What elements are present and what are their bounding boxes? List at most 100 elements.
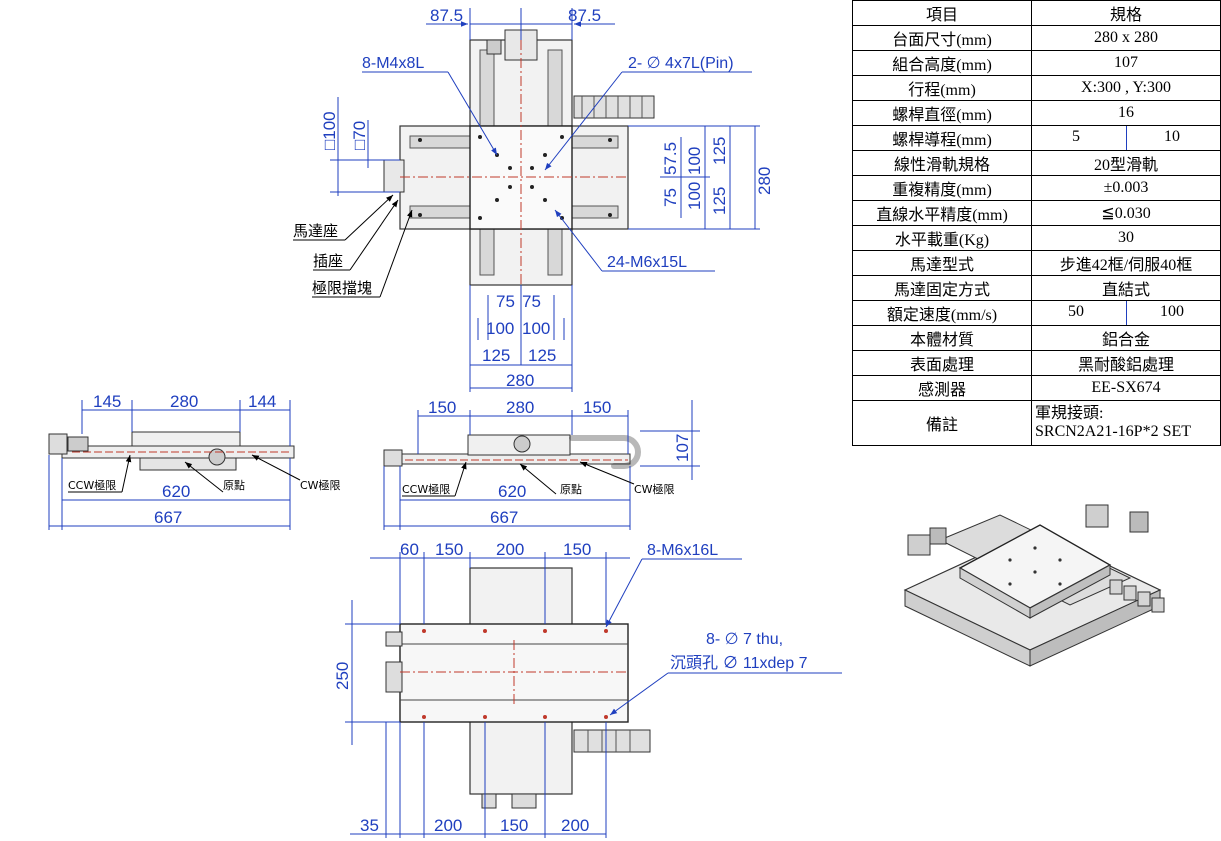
dim-h100-left: 100	[486, 319, 514, 338]
dim-60: 60	[400, 540, 419, 559]
callout-8-m4x8l: 8-M4x8L	[362, 55, 424, 72]
spec-value-a: 5	[1072, 128, 1080, 145]
dim-100-upper: 100	[685, 147, 704, 175]
dim-280-vertical: 280	[755, 167, 774, 195]
spec-item: 行程(mm)	[852, 75, 1032, 101]
spec-item: 螺桿導程(mm)	[852, 125, 1032, 151]
spec-value-b: 100	[1160, 303, 1184, 320]
spec-value: 16	[1031, 100, 1221, 126]
spec-header-item: 項目	[852, 0, 1032, 26]
spec-value: 107	[1031, 50, 1221, 76]
top-view: 87.5 87.5 8-M4x8L 2- ∅ 4x7L(Pin) 24-M6x1…	[293, 6, 774, 392]
dim-h75-left: 75	[496, 292, 515, 311]
remark-line-2: SRCN2A21-16P*2 SET	[1035, 423, 1192, 440]
spec-header-spec: 規格	[1031, 0, 1221, 26]
spec-item: 螺桿直徑(mm)	[852, 100, 1032, 126]
spec-row: 感測器 EE-SX674	[852, 375, 1221, 401]
dim-sq70: □70	[350, 121, 369, 150]
spec-value-split: 50 100	[1031, 300, 1221, 326]
side-view-right: 150 280 150 107 620 667 CCW極限 原點 CW極限	[383, 398, 700, 530]
spec-row: 額定速度(mm/s) 50 100	[852, 300, 1221, 326]
spec-item: 本體材質	[852, 325, 1032, 351]
dim-620: 620	[162, 482, 190, 501]
label-motor-seat: 馬達座	[293, 222, 338, 240]
dim-667: 667	[490, 508, 518, 527]
dim-b200-right: 200	[561, 816, 589, 835]
dim-h125-right: 125	[528, 346, 556, 365]
spec-row: 台面尺寸(mm) 280 x 280	[852, 25, 1221, 51]
label-ccw-limit: CCW極限	[68, 478, 116, 492]
spec-item: 重複精度(mm)	[852, 175, 1032, 201]
spec-value: X:300 , Y:300	[1031, 75, 1221, 101]
spec-value-b: 10	[1164, 128, 1180, 145]
dim-b200-left: 200	[434, 816, 462, 835]
label-cw-limit: CW極限	[300, 478, 341, 492]
spec-value: 步進42框/伺服40框	[1031, 250, 1221, 276]
spec-item: 線性滑軌規格	[852, 150, 1032, 176]
dim-144: 144	[248, 392, 276, 411]
spec-remark-item: 備註	[852, 400, 1032, 446]
callout-24-m6x15l: 24-M6x15L	[607, 254, 687, 271]
split-divider	[1126, 126, 1127, 150]
spec-item: 馬達型式	[852, 250, 1032, 276]
callout-8-m6x16l: 8-M6x16L	[647, 542, 718, 559]
dim-h75-right: 75	[522, 292, 541, 311]
spec-row: 螺桿導程(mm) 5 10	[852, 125, 1221, 151]
spec-row: 直線水平精度(mm) ≦0.030	[852, 200, 1221, 226]
dim-h100-right: 100	[522, 319, 550, 338]
spec-remark-value: 軍規接頭: SRCN2A21-16P*2 SET	[1031, 400, 1221, 446]
spec-row: 馬達固定方式 直結式	[852, 275, 1221, 301]
dim-87-5-left: 87.5	[430, 6, 463, 25]
spec-item: 表面處理	[852, 350, 1032, 376]
dim-107: 107	[673, 434, 692, 462]
remark-line-1: 軍規接頭:	[1035, 405, 1104, 422]
dim-h125-left: 125	[482, 346, 510, 365]
spec-row: 螺桿直徑(mm) 16	[852, 100, 1221, 126]
spec-row: 行程(mm) X:300 , Y:300	[852, 75, 1221, 101]
dim-145: 145	[93, 392, 121, 411]
bottom-view: 60 150 200 150 8-M6x16L 250 8- ∅ 7 thu, …	[333, 540, 842, 838]
dim-620: 620	[498, 482, 526, 501]
spec-row: 重複精度(mm) ±0.003	[852, 175, 1221, 201]
dim-sq100: □100	[320, 111, 339, 150]
label-ccw-limit: CCW極限	[402, 482, 450, 496]
dim-200: 200	[496, 540, 524, 559]
side-view-left: 145 280 144 620 667 CCW極限 原點 CW極限	[48, 392, 341, 530]
spec-remark-row: 備註 軍規接頭: SRCN2A21-16P*2 SET	[852, 400, 1221, 446]
spec-row: 組合高度(mm) 107	[852, 50, 1221, 76]
dim-87-5-right: 87.5	[568, 6, 601, 25]
spec-value-a: 50	[1068, 303, 1084, 320]
spec-value-split: 5 10	[1031, 125, 1221, 151]
note-thru-holes: 8- ∅ 7 thu,	[706, 631, 783, 648]
dim-h280: 280	[506, 371, 534, 390]
spec-table: 項目 規格 台面尺寸(mm) 280 x 280 組合高度(mm) 107 行程…	[852, 0, 1221, 446]
spec-item: 馬達固定方式	[852, 275, 1032, 301]
callout-pin: 2- ∅ 4x7L(Pin)	[628, 55, 734, 72]
isometric-view	[903, 504, 1165, 667]
spec-value: 30	[1031, 225, 1221, 251]
label-limit-block: 極限擋塊	[312, 279, 372, 297]
spec-row: 本體材質 鋁合金	[852, 325, 1221, 351]
spec-value: 20型滑軌	[1031, 150, 1221, 176]
dim-b150: 150	[500, 816, 528, 835]
dim-667: 667	[154, 508, 182, 527]
dim-125-upper: 125	[710, 137, 729, 165]
spec-row: 線性滑軌規格 20型滑軌	[852, 150, 1221, 176]
split-divider	[1126, 301, 1127, 325]
dim-150-left: 150	[428, 398, 456, 417]
spec-value: ≦0.030	[1031, 200, 1221, 226]
dim-100-lower: 100	[685, 182, 704, 210]
label-cw-limit: CW極限	[634, 482, 675, 496]
dim-150-left: 150	[435, 540, 463, 559]
label-origin: 原點	[560, 483, 582, 496]
dim-280: 280	[170, 392, 198, 411]
spec-row: 馬達型式 步進42框/伺服40框	[852, 250, 1221, 276]
note-counterbore: 沉頭孔 ∅ 11xdep 7	[670, 654, 808, 672]
spec-item: 額定速度(mm/s)	[852, 300, 1032, 326]
spec-value: ±0.003	[1031, 175, 1221, 201]
spec-value: 直結式	[1031, 275, 1221, 301]
dim-75: 75	[661, 188, 680, 207]
spec-item: 感測器	[852, 375, 1032, 401]
dim-125-lower: 125	[710, 187, 729, 215]
